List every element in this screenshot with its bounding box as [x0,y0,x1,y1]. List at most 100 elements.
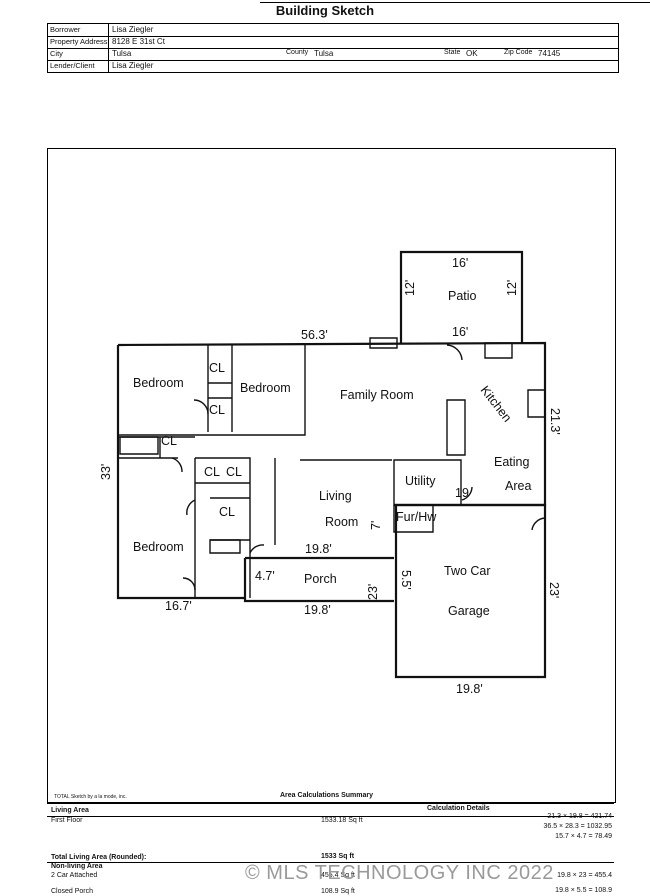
closet-label-3: CL [161,434,177,448]
seven-dimension: 7' [369,521,383,530]
kitchen-island [446,399,466,456]
closet-label-4: CL [204,465,220,479]
bath-walls [118,436,195,459]
living-width-dimension: 19.8' [305,542,332,556]
city-value: Tulsa [112,49,132,58]
patio-label: Patio [448,289,477,303]
upper-bedroom-walls [118,345,306,436]
lower-door-swing [182,577,196,591]
area-summary: Living Area Calculation Details First Fl… [47,803,614,896]
house-outline [117,341,547,507]
fireplace [369,337,398,349]
lender-row: Lender/Client Lisa Ziegler [48,60,618,72]
calc-line-3: 15.7 × 4.7 = 78.49 [555,833,612,840]
garage-area-label: 2 Car Attached [51,872,98,879]
top-dimension: 56.3' [301,328,328,342]
eating-label: Eating [494,455,529,469]
city-label: City [50,49,63,58]
left-dimension: 33' [99,464,113,480]
furnace-label: Fur/Hw [396,510,437,524]
closet-label-5: CL [226,465,242,479]
address-label: Property Address [50,37,108,46]
zip-label: Zip Code [504,49,533,56]
garage-door-swing [531,517,546,531]
nineteen-label: 19 [455,486,469,500]
page-title: Building Sketch [275,3,375,18]
garage-width-dimension: 19.8' [456,682,483,696]
furnace-walls [393,505,434,533]
lender-value: Lisa Ziegler [112,61,154,70]
software-credit: TOTAL Sketch by a la mode, inc. [54,794,127,800]
watermark: © MLS TECHNOLOGY INC 2022 [245,862,554,884]
garage-right-dimension: 23' [547,582,561,598]
kitchen-range [527,389,546,418]
porch-area-label: Closed Porch [51,888,94,895]
patio-outline [399,250,524,343]
county-value: Tulsa [314,49,334,58]
utility-walls [393,459,462,506]
porch-calc: 19.8 × 5.5 = 108.9 [555,887,612,894]
patio-top-dimension: 16' [452,256,468,270]
right-dimension: 21.3' [548,408,562,435]
closet-walls [207,345,233,432]
address-row: Property Address 8128 E 31st Ct [48,36,618,49]
two-car-label: Two Car [444,564,491,578]
bottom-left-dimension: 16.7' [165,599,192,613]
closet-label-6: CL [219,505,235,519]
closet-label-2: CL [209,403,225,417]
first-floor-value: 1533.18 Sq ft [321,817,363,824]
garage-calc: 19.8 × 23 = 455.4 [557,872,612,879]
area-label: Area [505,479,531,493]
garage-side-dimension: 5.5' [399,570,413,590]
entry-door-swing [249,544,265,554]
total-living-value: 1533 Sq ft [321,853,355,860]
borrower-label: Borrower [50,25,81,34]
garage-label: Garage [448,604,490,618]
porch-outline [243,556,394,603]
patio-right-dimension: 12' [505,280,519,296]
calc-line-1: 21.3 × 19.8 = 421.74 [547,813,612,820]
summary-rule-2 [47,862,614,863]
room-label: Room [325,515,358,529]
summary-rule-1 [47,816,614,817]
closet-label-1: CL [209,361,225,375]
porch-depth-dimension: 4.7' [255,569,275,583]
header-table: Borrower Lisa Ziegler Property Address 8… [47,23,619,73]
lower-bedroom-walls [194,457,251,598]
calc-details-heading: Calculation Details [427,805,490,812]
kitchen-sink [484,342,513,359]
title-rule [260,2,650,3]
lender-label: Lender/Client [50,61,95,70]
county-label: County [286,49,309,56]
living-label: Living [319,489,352,503]
bedroom-label-2: Bedroom [240,381,291,395]
living-walls [274,458,392,545]
kitchen-label: Kitchen [478,383,515,425]
utility-label: Utility [405,474,436,488]
porch-label: Porch [304,572,337,586]
summary-title: Area Calculations Summary [280,792,373,799]
bedroom-door-swing [186,499,196,516]
borrower-row: Borrower Lisa Ziegler [48,24,618,37]
bedroom-label-3: Bedroom [133,540,184,554]
bath-door-swing [171,457,183,473]
sketch-frame [47,148,616,803]
bathtub [119,436,159,455]
patio-door-swing [446,344,463,361]
calc-line-2: 36.5 × 28.3 = 1032.95 [543,823,612,830]
address-value: 8128 E 31st Ct [112,37,165,46]
patio-left-dimension: 12' [403,280,417,296]
city-row: City Tulsa County Tulsa State OK Zip Cod… [48,48,618,61]
vanity [209,539,241,554]
bedroom-label-1: Bedroom [133,376,184,390]
state-label: State [444,49,461,56]
utility-door-swing [461,486,473,501]
closet-door-swing [193,399,209,415]
living-area-heading: Living Area [51,807,89,814]
porch-width-dimension: 19.8' [304,603,331,617]
non-living-heading: Non-living Area [51,863,103,870]
porch-area-value: 108.9 Sq ft [321,888,355,895]
borrower-value: Lisa Ziegler [112,25,154,34]
total-living-label: Total Living Area (Rounded): [51,854,147,861]
